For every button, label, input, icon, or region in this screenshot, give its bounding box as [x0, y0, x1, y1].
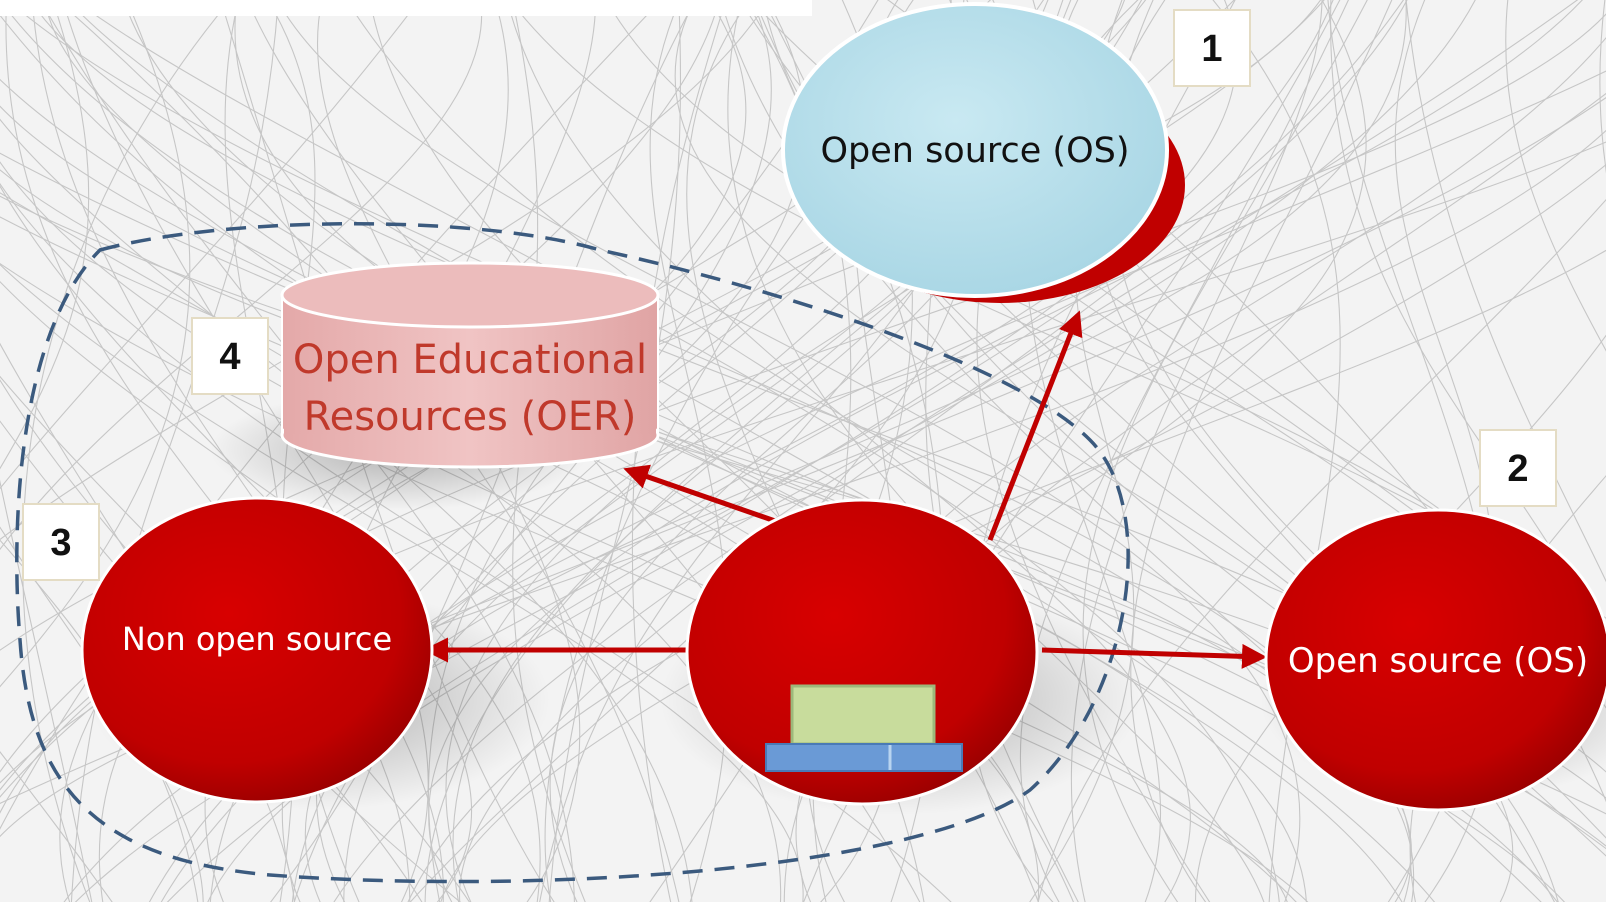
badge-1-box — [1173, 9, 1251, 87]
background-line — [0, 751, 113, 902]
badge-2-box — [1479, 429, 1557, 507]
laptop-screen — [790, 684, 936, 746]
background-line — [29, 0, 1606, 773]
background-line — [1130, 0, 1393, 902]
arrow-to-os-right — [1041, 643, 1267, 669]
node-oer-label-line1: Open Educational — [293, 337, 647, 383]
node-oer: Open Educational Resources (OER) — [280, 261, 660, 469]
node-non-open: Non open source — [80, 496, 434, 804]
background-line — [74, 0, 1404, 902]
node-os-top-ellipse — [781, 2, 1169, 298]
badge-4: 4 — [191, 317, 269, 395]
background-line — [509, 0, 1606, 620]
node-os-right-label: Open source (OS) — [1288, 641, 1588, 681]
background-line — [0, 379, 423, 902]
badge-3: 3 — [22, 503, 100, 581]
background-line — [22, 0, 232, 902]
badge-3-number: 3 — [50, 522, 71, 564]
background-line — [123, 0, 1403, 902]
background-line — [0, 0, 770, 541]
arrow-to-oer — [623, 464, 779, 525]
background-line — [506, 0, 1191, 902]
badge-3-box — [22, 503, 100, 581]
badge-4-box — [191, 317, 269, 395]
top-white-band — [0, 0, 812, 16]
node-os-top: Open source (OS) — [781, 2, 1185, 303]
background-line — [0, 342, 295, 902]
background-line — [0, 262, 1309, 902]
background-line — [440, 163, 1606, 902]
background-line — [605, 0, 1606, 660]
background-line — [407, 249, 1606, 902]
dashed-boundary — [15, 222, 1130, 884]
node-oer-label-line2: Resources (OER) — [304, 394, 637, 440]
background-line — [0, 0, 191, 688]
node-non-open-ellipse — [80, 496, 434, 804]
background-line — [1212, 0, 1341, 902]
laptop-device-icon — [765, 684, 963, 772]
background-line — [0, 0, 421, 490]
background-line — [966, 0, 1236, 902]
background-line — [1405, 0, 1606, 583]
node-os-top-label: Open source (OS) — [820, 131, 1129, 171]
background-line — [67, 0, 1435, 902]
background-line — [0, 420, 462, 902]
background-line — [0, 0, 90, 470]
background-line — [459, 0, 1408, 902]
arrow-to-os-top — [987, 310, 1083, 541]
laptop-base — [765, 743, 963, 772]
badge-4-number: 4 — [219, 336, 240, 378]
node-os-right: Open source (OS) — [1264, 508, 1606, 812]
node-center-ellipse — [685, 498, 1039, 806]
background-line — [70, 0, 279, 902]
background-line — [220, 0, 555, 902]
background-line — [1037, 198, 1606, 902]
node-center — [685, 498, 1039, 806]
background-line — [1019, 0, 1350, 902]
badge-1: 1 — [1173, 9, 1251, 87]
background-line — [1082, 0, 1368, 902]
background-line — [0, 526, 204, 902]
background-line — [1505, 0, 1606, 352]
node-non-open-label: Non open source — [122, 620, 392, 658]
background-line — [1599, 0, 1606, 174]
badge-2: 2 — [1479, 429, 1557, 507]
background-line — [0, 0, 483, 551]
badge-1-number: 1 — [1201, 28, 1222, 70]
badge-2-number: 2 — [1507, 448, 1528, 490]
node-os-right-ellipse — [1264, 508, 1606, 812]
background-line — [0, 160, 1288, 902]
background-line — [234, 0, 1307, 902]
background-line — [207, 0, 1334, 902]
node-oer-cylinder-top — [280, 261, 660, 329]
